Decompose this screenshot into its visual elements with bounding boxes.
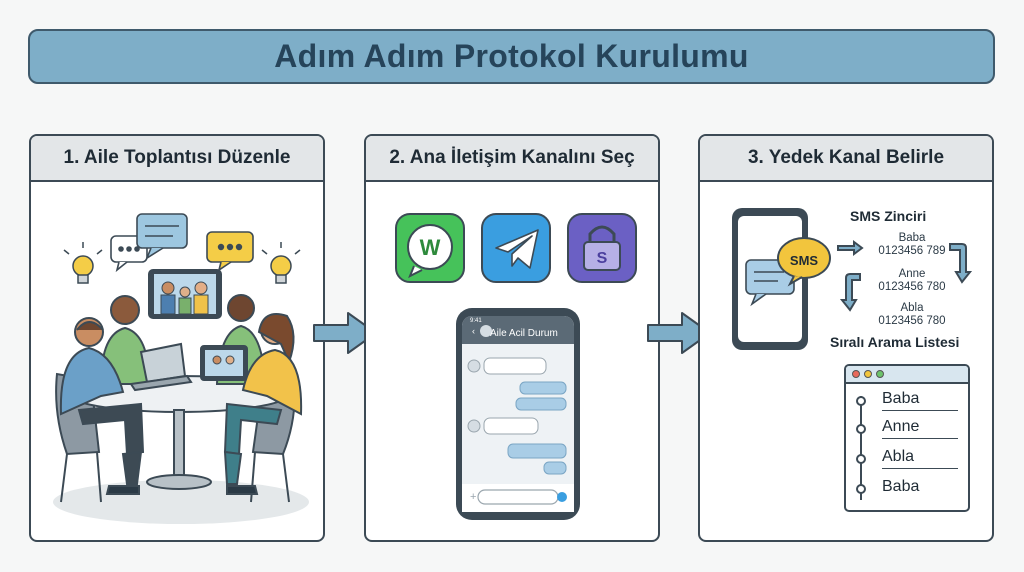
step-1-panel: 1. Aile Toplantısı Düzenle xyxy=(29,134,325,542)
right-arrow-icon xyxy=(313,312,377,354)
timeline-line xyxy=(860,396,862,500)
call-list-item: Abla xyxy=(882,448,958,469)
family-meeting-illustration xyxy=(31,184,323,540)
step-2-panel: 2. Ana İletişim Kanalını Seç W S xyxy=(364,134,660,542)
chain-arrows xyxy=(837,240,973,312)
svg-text:S: S xyxy=(597,250,608,267)
timeline-dot-icon xyxy=(856,454,866,464)
right-arrow-icon xyxy=(647,312,711,354)
lightbulb-icon xyxy=(63,242,103,284)
timeline-dot-icon xyxy=(856,396,866,406)
phone-sms-icon xyxy=(732,208,831,350)
svg-text:+: + xyxy=(470,491,476,503)
timeline-dot-icon xyxy=(856,484,866,494)
video-call-tablet-icon xyxy=(148,269,222,319)
call-list-window: Baba Anne Abla Baba xyxy=(844,364,970,512)
call-list-title: Sıralı Arama Listesi xyxy=(830,334,960,350)
step-3-panel: 3. Yedek Kanal Belirle SMS SMS xyxy=(698,134,994,542)
speech-bubble-icon xyxy=(136,213,188,260)
sms-chain-entry: Anne 0123456 780 xyxy=(878,268,946,293)
step-3-title: 3. Yedek Kanal Belirle xyxy=(700,136,992,182)
close-dot-icon xyxy=(852,370,860,378)
lightbulb-icon xyxy=(261,242,301,284)
call-list-item: Baba xyxy=(882,390,958,411)
timeline-dot-icon xyxy=(856,424,866,434)
sms-chain-title: SMS Zinciri xyxy=(850,208,927,224)
svg-text:‹: ‹ xyxy=(472,326,475,336)
whatsapp-icon: W xyxy=(395,213,465,283)
call-list-item: Baba xyxy=(882,478,920,495)
step-1-title: 1. Aile Toplantısı Düzenle xyxy=(31,136,323,182)
chat-title: Aile Acil Durum xyxy=(490,328,558,339)
signal-lock-icon: S xyxy=(567,213,637,283)
page-title: Adım Adım Protokol Kurulumu xyxy=(274,38,749,74)
step-2-title: 2. Ana İletişim Kanalını Seç xyxy=(366,136,658,182)
call-list-item: Anne xyxy=(882,418,958,439)
svg-text:W: W xyxy=(420,235,441,260)
maximize-dot-icon xyxy=(876,370,884,378)
status-time: 9:41 xyxy=(470,318,482,324)
speech-bubble-icon xyxy=(206,231,254,272)
sms-badge: SMS xyxy=(789,253,819,268)
window-titlebar xyxy=(846,366,968,384)
telegram-icon xyxy=(481,213,551,283)
phone-chat-mockup: + ‹ xyxy=(456,308,580,520)
minimize-dot-icon xyxy=(864,370,872,378)
sms-chain-entry: Abla 0123456 780 xyxy=(878,302,946,327)
title-banner: Adım Adım Protokol Kurulumu xyxy=(28,29,995,84)
sms-chain-entry: Baba 0123456 789 xyxy=(878,232,946,257)
